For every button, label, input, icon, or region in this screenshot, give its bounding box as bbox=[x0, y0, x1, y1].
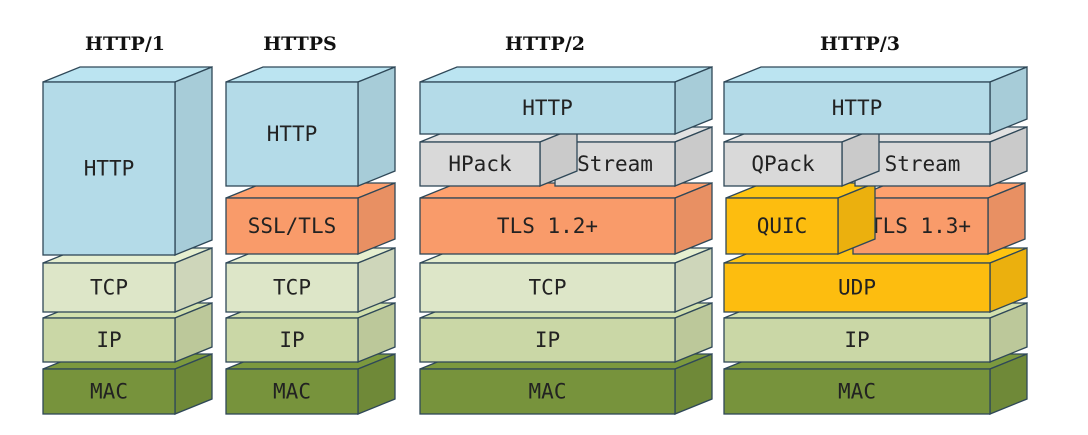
layer-front-face bbox=[723, 141, 843, 187]
layer-label: HTTP bbox=[522, 96, 573, 120]
layer-tls-1-3-: TLS 1.3+ bbox=[852, 182, 1026, 255]
layer-label: IP bbox=[844, 328, 869, 352]
layer-front-face bbox=[419, 141, 541, 187]
layer-stream: Stream bbox=[554, 126, 713, 187]
layer-label: TCP bbox=[90, 276, 128, 300]
layer-front-face bbox=[723, 317, 991, 363]
layer-label: HPack bbox=[448, 152, 512, 176]
layer-http: HTTP bbox=[225, 66, 396, 187]
layer-label: QUIC bbox=[757, 214, 808, 238]
layer-front-face bbox=[225, 262, 359, 313]
layer-label: TCP bbox=[273, 276, 311, 300]
layer-front-face bbox=[42, 81, 176, 256]
layer-label: IP bbox=[535, 328, 560, 352]
layer-front-face bbox=[419, 81, 676, 135]
layer-tcp: TCP bbox=[419, 247, 713, 313]
stack-https: HTTPS MAC IP TCP SSL/TLS HTTP bbox=[225, 33, 396, 415]
layer-label: MAC bbox=[273, 380, 311, 404]
layer-front-face bbox=[419, 317, 676, 363]
layer-front-face bbox=[42, 317, 176, 363]
layer-udp: UDP bbox=[723, 247, 1028, 313]
layer-label: MAC bbox=[529, 380, 567, 404]
layer-mac: MAC bbox=[723, 353, 1028, 415]
layer-qpack: QPack bbox=[723, 126, 880, 187]
layer-front-face bbox=[419, 197, 676, 255]
stack-title: HTTP/2 bbox=[505, 33, 585, 55]
layer-hpack: HPack bbox=[419, 126, 578, 187]
layer-mac: MAC bbox=[225, 353, 396, 415]
layer-ssl-tls: SSL/TLS bbox=[225, 182, 396, 255]
layer-label: IP bbox=[279, 328, 304, 352]
layer-http: HTTP bbox=[723, 66, 1028, 135]
layer-front-face bbox=[723, 81, 991, 135]
layer-front-face bbox=[42, 368, 176, 415]
layer-label: SSL/TLS bbox=[248, 214, 337, 238]
layer-label: TLS 1.3+ bbox=[870, 214, 971, 238]
layer-label: MAC bbox=[838, 380, 876, 404]
layer-front-face bbox=[723, 368, 991, 415]
layer-top-face bbox=[723, 66, 1028, 83]
layer-tcp: TCP bbox=[225, 247, 396, 313]
layer-front-face bbox=[225, 317, 359, 363]
layer-front-face bbox=[42, 262, 176, 313]
layer-side-face bbox=[357, 66, 396, 187]
layer-label: Stream bbox=[885, 152, 961, 176]
layer-front-face bbox=[225, 81, 359, 187]
stack-title: HTTP/1 bbox=[85, 33, 165, 55]
layer-front-face bbox=[419, 368, 676, 415]
layer-mac: MAC bbox=[419, 353, 713, 415]
layer-label: TCP bbox=[529, 276, 567, 300]
layer-front-face bbox=[725, 197, 839, 255]
layer-http: HTTP bbox=[419, 66, 713, 135]
layer-quic: QUIC bbox=[725, 182, 876, 255]
layer-stream: Stream bbox=[854, 126, 1028, 187]
layer-front-face bbox=[419, 262, 676, 313]
layer-side-face bbox=[174, 66, 213, 256]
layer-label: Stream bbox=[577, 152, 653, 176]
layer-label: TLS 1.2+ bbox=[497, 214, 598, 238]
layer-label: HTTP bbox=[84, 157, 135, 181]
layer-tls-1-2-: TLS 1.2+ bbox=[419, 182, 713, 255]
stack-title: HTTP/3 bbox=[820, 33, 900, 55]
layer-label: IP bbox=[96, 328, 121, 352]
layer-tcp: TCP bbox=[42, 247, 213, 313]
layer-label: MAC bbox=[90, 380, 128, 404]
layer-label: QPack bbox=[751, 152, 815, 176]
layer-top-face bbox=[419, 66, 713, 83]
layer-mac: MAC bbox=[42, 353, 213, 415]
layer-front-face bbox=[723, 262, 991, 313]
layer-front-face bbox=[225, 197, 359, 255]
stack-title: HTTPS bbox=[263, 33, 337, 55]
layer-front-face bbox=[225, 368, 359, 415]
layer-label: HTTP bbox=[832, 96, 883, 120]
layer-label: HTTP bbox=[267, 122, 318, 146]
layer-http: HTTP bbox=[42, 66, 213, 256]
layer-label: UDP bbox=[838, 276, 876, 300]
